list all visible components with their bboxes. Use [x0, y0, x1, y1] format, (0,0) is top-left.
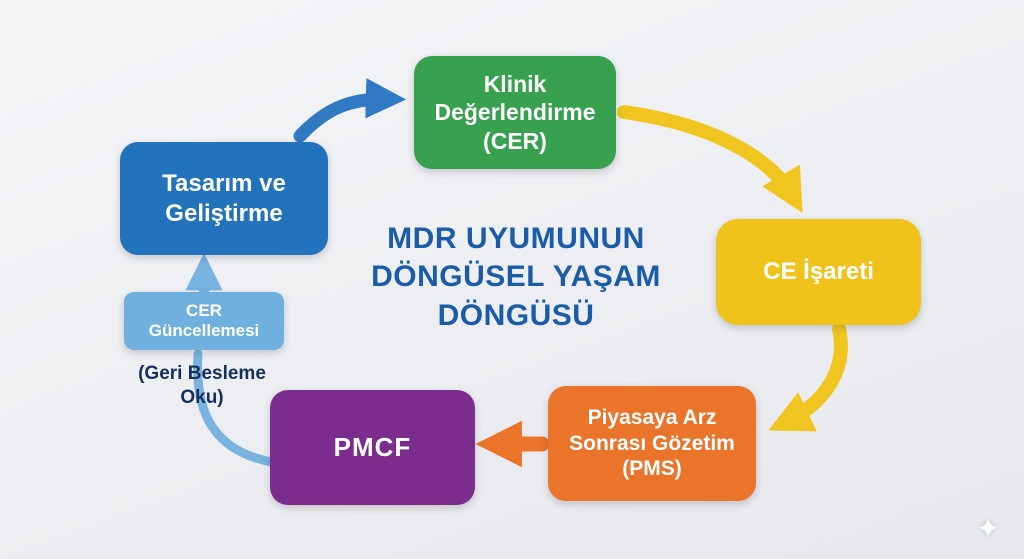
node-pmcf-label: PMCF	[333, 431, 412, 462]
node-clinical-evaluation-cer-label: Klinik Değerlendirme (CER)	[434, 71, 596, 154]
node-pmcf: PMCF	[270, 390, 475, 505]
diagram-title: MDR UYUMUNUN DÖNGÜSEL YAŞAM DÖNGÜSÜ	[340, 220, 692, 335]
node-design-development-label: Tasarım ve Geliştirme	[162, 170, 286, 227]
diagram-title-line-1: MDR UYUMUNUN	[387, 222, 645, 255]
feedback-arrow-caption: (Geri Besleme Oku)	[138, 363, 266, 408]
node-post-market-surveillance-pms-label: Piyasaya Arz Sonrası Gözetim (PMS)	[569, 406, 735, 481]
node-design-development: Tasarım ve Geliştirme	[120, 142, 328, 255]
node-ce-marking-label: CE İşareti	[763, 258, 874, 286]
arrow-clinical-to-ce	[617, 105, 803, 214]
sparkle-icon: ✦	[976, 513, 1000, 544]
node-cer-update-label: CER Güncellemesi	[148, 301, 260, 340]
node-cer-update: CER Güncellemesi	[124, 292, 284, 350]
node-ce-marking: CE İşareti	[716, 219, 921, 325]
diagram-title-line-3: DÖNGÜSÜ	[437, 298, 595, 332]
node-clinical-evaluation-cer: Klinik Değerlendirme (CER)	[414, 56, 616, 169]
arrow-design-to-clinical	[293, 78, 407, 143]
diagram-title-line-2: DÖNGÜSEL YAŞAM	[371, 260, 661, 294]
arrow-ce-to-pms	[768, 322, 848, 432]
node-post-market-surveillance-pms: Piyasaya Arz Sonrası Gözetim (PMS)	[548, 386, 756, 501]
